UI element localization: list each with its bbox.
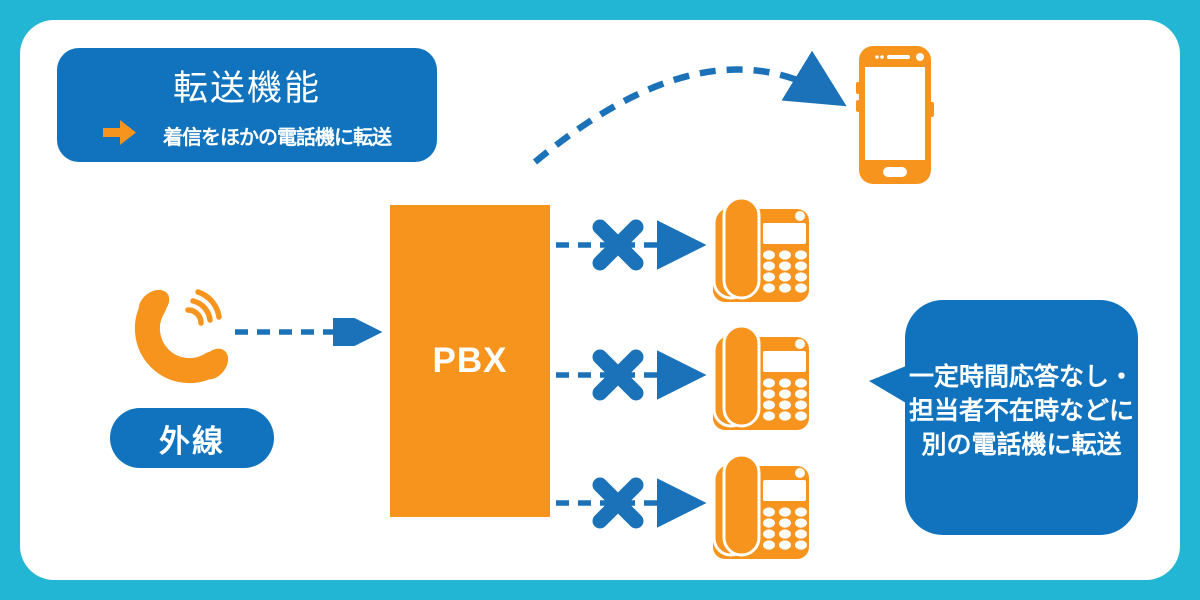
external-line-badge: 外線: [110, 408, 274, 468]
blocked-x-icon: [592, 477, 644, 529]
right-arrow-icon: [103, 119, 137, 151]
smartphone-icon: [856, 44, 934, 186]
blocked-arrow-middle: [556, 349, 707, 401]
callout-tail: [869, 366, 906, 403]
curved-dashed-arrow-icon: [532, 50, 847, 165]
callout-line: 一定時間応答なし・: [908, 362, 1134, 391]
pbx-box: PBX: [390, 205, 550, 517]
callout-line: 担当者不在時などに: [908, 396, 1134, 425]
callout-line: 別の電話機に転送: [921, 430, 1122, 459]
pbx-label: PBX: [432, 341, 508, 380]
desk-phone-icon: [703, 194, 817, 307]
blocked-arrow-top: [556, 219, 707, 271]
desk-phone-icon: [703, 451, 817, 564]
ringing-handset-icon: [126, 282, 238, 384]
external-line-label: 外線: [159, 423, 225, 459]
blocked-x-icon: [592, 219, 644, 271]
title-subtitle: 着信をほかの電話機に転送: [163, 126, 392, 149]
blocked-arrow-bottom: [556, 477, 707, 529]
blocked-x-icon: [592, 349, 644, 401]
dashed-arrow-icon: [235, 318, 383, 346]
title-box: 転送機能 着信をほかの電話機に転送: [57, 48, 437, 162]
callout-bubble: 一定時間応答なし・ 担当者不在時などに 別の電話機に転送: [869, 300, 1138, 535]
desk-phone-icon: [703, 322, 817, 435]
page-title: 転送機能: [172, 69, 321, 108]
title-subtitle-row: 着信をほかの電話機に転送: [57, 119, 437, 151]
